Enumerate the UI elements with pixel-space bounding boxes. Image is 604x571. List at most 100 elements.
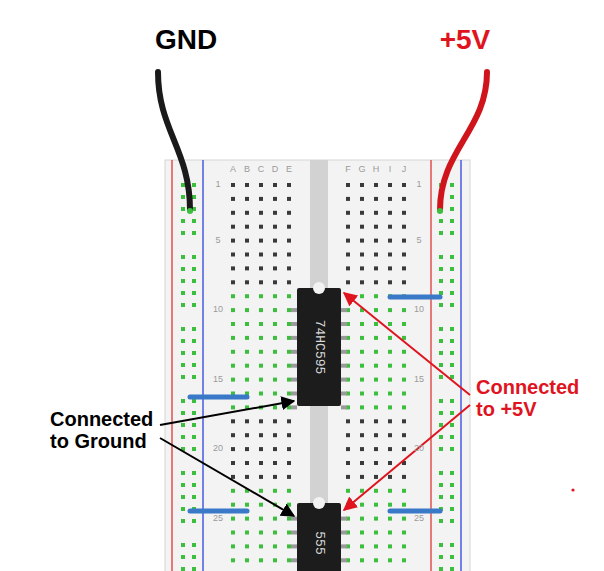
hole <box>245 225 249 229</box>
hole <box>192 255 196 259</box>
hole <box>287 503 291 507</box>
hole <box>181 327 185 331</box>
hole <box>259 308 263 312</box>
hole <box>374 544 378 548</box>
hole <box>402 322 406 326</box>
annotation: Connected to Ground <box>50 408 162 452</box>
row-number: 5 <box>416 236 421 246</box>
hole <box>181 543 185 547</box>
hole <box>259 503 263 507</box>
hole <box>245 503 249 507</box>
hole <box>388 503 392 507</box>
hole <box>360 558 364 562</box>
hole <box>181 471 185 475</box>
hole <box>192 471 196 475</box>
hole <box>439 231 443 235</box>
hole <box>450 303 454 307</box>
hole <box>287 544 291 548</box>
hole <box>346 447 350 451</box>
hole <box>346 266 350 270</box>
hole <box>439 471 443 475</box>
chip-label: 555 <box>312 531 327 554</box>
hole <box>181 519 185 523</box>
column-letter: D <box>272 165 279 175</box>
hole <box>287 308 291 312</box>
hole <box>374 489 378 493</box>
hole <box>388 308 392 312</box>
hole <box>450 435 454 439</box>
hole <box>245 266 249 270</box>
hole <box>245 183 249 187</box>
hole <box>259 475 263 479</box>
hole <box>259 378 263 382</box>
hole <box>181 267 185 271</box>
hole <box>259 266 263 270</box>
hole <box>374 225 378 229</box>
hole <box>439 399 443 403</box>
hole <box>231 419 235 423</box>
hole <box>192 375 196 379</box>
jumper-wire <box>190 395 247 400</box>
hole <box>388 531 392 535</box>
hole <box>273 336 277 340</box>
hole <box>360 211 364 215</box>
hole <box>245 433 249 437</box>
hole <box>231 364 235 368</box>
hole <box>402 378 406 382</box>
hole <box>273 544 277 548</box>
hole <box>192 267 196 271</box>
hole <box>287 419 291 423</box>
hole <box>231 183 235 187</box>
hole <box>402 517 406 521</box>
hole <box>231 433 235 437</box>
hole <box>450 291 454 295</box>
hole <box>181 231 185 235</box>
rail-line <box>460 160 462 571</box>
hole <box>259 558 263 562</box>
hole <box>402 531 406 535</box>
chip-pin <box>341 322 347 326</box>
hole <box>245 558 249 562</box>
row-number: 20 <box>414 444 424 454</box>
hole <box>439 483 443 487</box>
hole <box>388 350 392 354</box>
hole <box>439 363 443 367</box>
hole <box>273 183 277 187</box>
hole <box>259 294 263 298</box>
hole <box>181 507 185 511</box>
hole <box>402 475 406 479</box>
hole <box>192 327 196 331</box>
hole <box>402 253 406 257</box>
hole <box>245 475 249 479</box>
hole <box>259 364 263 368</box>
hole <box>450 399 454 403</box>
hole <box>273 211 277 215</box>
annotation: Connected to +5V <box>476 376 590 420</box>
hole <box>231 294 235 298</box>
hole <box>181 435 185 439</box>
hole <box>192 555 196 559</box>
hole <box>181 567 185 571</box>
hole <box>402 197 406 201</box>
hole <box>374 405 378 409</box>
hole <box>450 207 454 211</box>
hole <box>439 303 443 307</box>
hole <box>450 231 454 235</box>
hole <box>231 503 235 507</box>
hole <box>273 405 277 409</box>
hole <box>287 489 291 493</box>
hole <box>259 322 263 326</box>
hole <box>450 327 454 331</box>
hole <box>181 303 185 307</box>
hole <box>231 211 235 215</box>
leader-line <box>160 438 294 516</box>
hole <box>192 363 196 367</box>
row-number: 20 <box>213 444 223 454</box>
hole <box>374 461 378 465</box>
chip-pin <box>341 544 347 548</box>
hole <box>287 392 291 396</box>
chip-pin <box>341 531 347 535</box>
hole <box>192 567 196 571</box>
hole <box>374 433 378 437</box>
hole <box>245 253 249 257</box>
